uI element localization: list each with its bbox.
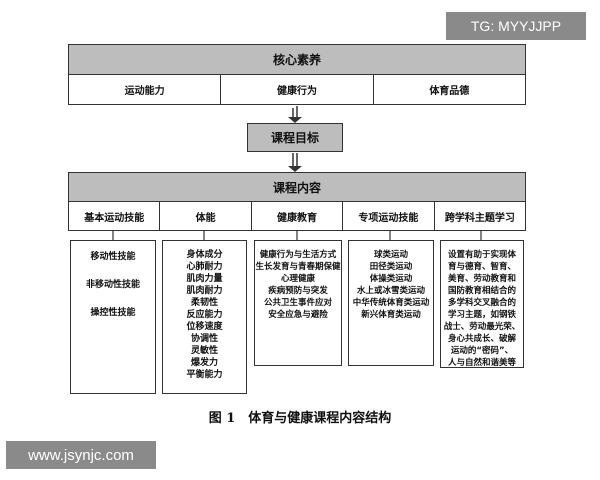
list-item: 平衡能力: [186, 370, 223, 380]
core-literacy-title: 核心素养: [68, 44, 526, 75]
list-item: 球类运动: [373, 250, 408, 260]
list-item: 位移速度: [186, 322, 223, 332]
course-content-title: 课程内容: [68, 172, 526, 202]
list-item: 新兴体育类运动: [361, 310, 421, 320]
list-item: 战士、劳动最光荣、: [443, 322, 521, 332]
list-item: 多学科交叉融合的: [447, 298, 516, 308]
list-item: 运动的“密码”、: [450, 346, 514, 356]
header-physical-fitness: 体能: [160, 202, 252, 230]
arrow-goal-to-content: [288, 153, 302, 172]
list-item: 心肺耐力: [186, 262, 223, 272]
list-item: 反应能力: [186, 310, 223, 320]
header-basic-motor-skills: 基本运动技能: [69, 202, 161, 230]
figure-caption: 图 1 体育与健康课程内容结构: [208, 411, 392, 426]
core-item-sport-ethics: 体育品德: [429, 86, 470, 97]
list-item: 田径类运动: [369, 262, 413, 272]
column-specialized-sport-skills: 球类运动 田径类运动 体操类运动 水上或冰雪类运动 中华传统体育类运动 新兴体育…: [348, 240, 434, 366]
column-interdisciplinary-learning: 设置有助于实现体 育与德育、智育、 美育、劳动教育和 国防教育相结合的 多学科交…: [440, 240, 524, 368]
list-item: 中华传统体育类运动: [352, 298, 430, 308]
list-item: 柔韧性: [190, 298, 218, 308]
watermark-url: www.jsynjc.com: [6, 441, 156, 469]
list-item: 爆发力: [190, 358, 218, 368]
header-specialized-sport-skills: 专项运动技能: [343, 202, 435, 230]
arrows-headers-to-columns: [112, 230, 482, 240]
course-content-headers: 基本运动技能 体能 健康教育 专项运动技能 跨学科主题学习: [68, 202, 526, 231]
list-item: 疾病预防与突发: [268, 286, 328, 296]
core-item-health-behavior: 健康行为: [221, 75, 374, 104]
list-item: 肌肉耐力: [186, 286, 223, 296]
list-item: 身心共成长、破解: [447, 334, 516, 344]
header-health-education: 健康教育: [252, 202, 344, 230]
list-item: 体操类运动: [369, 274, 413, 284]
list-item: 育与德育、智育、: [447, 262, 516, 272]
list-item: 心理健康: [280, 274, 315, 284]
arrow-core-to-goal: [288, 106, 302, 123]
list-item: 国防教育相结合的: [447, 286, 516, 296]
list-item: 操控性技能: [90, 308, 136, 318]
list-item: 人与自然和谐美等: [447, 358, 516, 368]
list-item: 肌肉力量: [186, 274, 223, 284]
list-item: 学习主题，如钢铁: [447, 310, 516, 320]
list-item: 灵敏性: [190, 346, 218, 356]
list-item: 移动性技能: [90, 252, 136, 262]
column-health-education: 健康行为与生活方式 生长发育与青春期保健 心理健康 疾病预防与突发 公共卫生事件…: [254, 240, 342, 366]
list-item: 美育、劳动教育和: [447, 274, 516, 284]
list-item: 健康行为与生活方式: [259, 250, 337, 260]
list-item: 设置有助于实现体: [447, 250, 516, 260]
core-item-motor-ability: 运动能力: [69, 75, 222, 104]
header-interdisciplinary-learning: 跨学科主题学习: [444, 212, 515, 224]
column-basic-motor-skills: 移动性技能 非移动性技能 操控性技能: [70, 240, 156, 394]
list-item: 公共卫生事件应对: [263, 298, 332, 308]
list-item: 水上或冰雪类运动: [356, 286, 425, 296]
list-item: 非移动性技能: [85, 280, 140, 290]
list-item: 生长发育与青春期保健: [255, 262, 341, 272]
watermark-tg: TG: MYYJJPP: [446, 12, 586, 40]
core-literacy-items: 运动能力 健康行为 体育品德: [68, 75, 526, 105]
column-physical-fitness: 身体成分 心肺耐力 肌肉力量 肌肉耐力 柔韧性 反应能力 位移速度 协调性 灵敏…: [162, 240, 247, 394]
list-item: 协调性: [190, 334, 218, 344]
course-goal-box: 课程目标: [247, 123, 343, 152]
list-item: 身体成分: [186, 250, 223, 260]
list-item: 安全应急与避险: [268, 310, 328, 320]
